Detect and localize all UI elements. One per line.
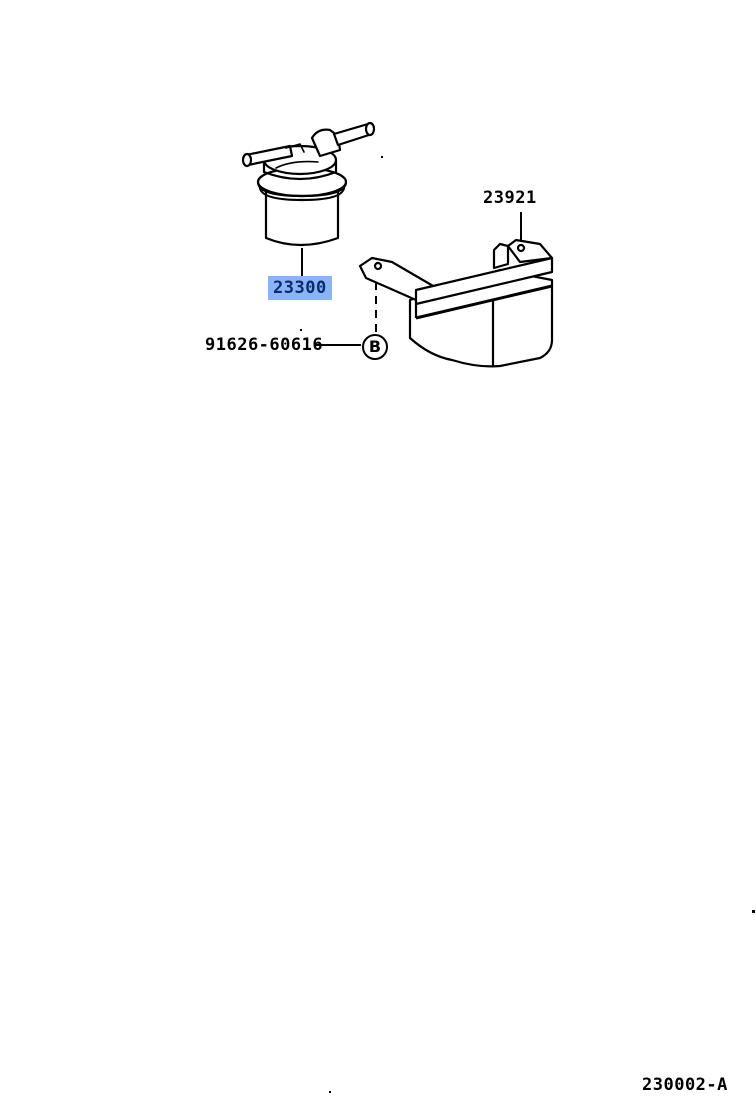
scan-dot [381, 156, 383, 158]
diagram-code: 230002-A [642, 1075, 728, 1095]
part-number-label-23300[interactable]: 23300 [268, 276, 332, 300]
scan-dot [300, 329, 302, 331]
callout-b: B [362, 334, 388, 360]
fuel-filter-drawing[interactable] [241, 121, 376, 247]
scan-dot [329, 1091, 331, 1093]
fuel-filter-bracket-drawing[interactable] [358, 238, 554, 368]
part-number-label-91626-60616[interactable]: 91626-60616 [205, 335, 324, 355]
scan-dot [752, 910, 755, 913]
part-number-label-23921[interactable]: 23921 [483, 188, 537, 208]
